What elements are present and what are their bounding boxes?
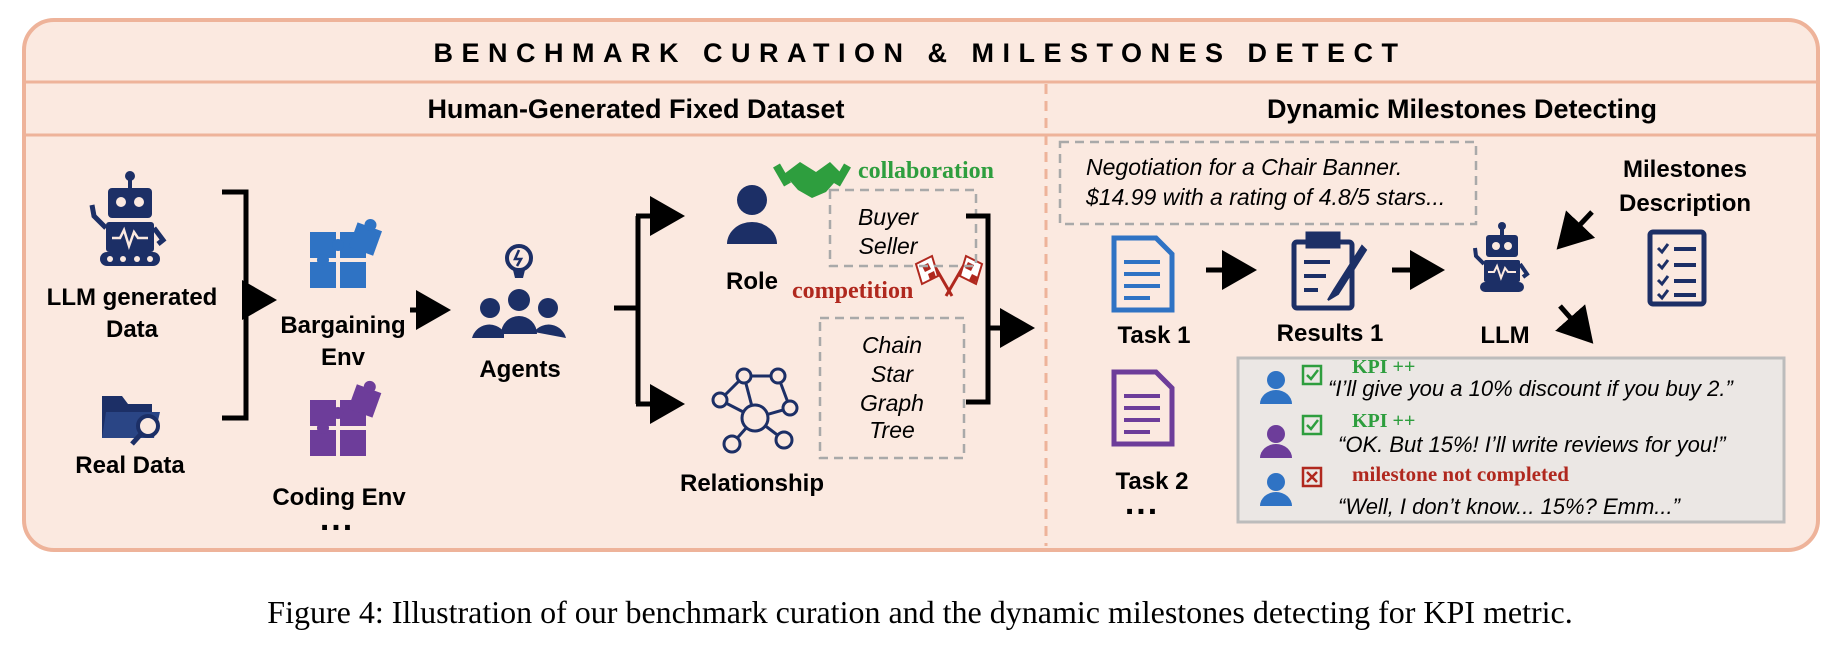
- agents-group-icon: [472, 244, 566, 338]
- bargaining-label-line2: Env: [320, 344, 366, 371]
- env-ellipsis: ...: [319, 500, 355, 538]
- speaker1-avatar-icon: [1260, 371, 1292, 404]
- handshake-icon: [773, 162, 851, 198]
- dialogue-tag: milestone not completed: [1352, 462, 1569, 486]
- results1-label: Results 1: [1276, 320, 1384, 347]
- role-option: Seller: [858, 233, 918, 259]
- relationship-label: Relationship: [679, 470, 825, 497]
- puzzle-blue-icon: [310, 218, 383, 288]
- bargaining-label-line1: Bargaining: [280, 312, 406, 339]
- relationship-option: Star: [870, 361, 914, 387]
- negotiation-box: [1058, 140, 1478, 226]
- competition-label: competition: [792, 278, 914, 304]
- robot-icon: [89, 171, 167, 266]
- llm-robot-icon: [1473, 222, 1530, 292]
- agents-label: Agents: [479, 356, 561, 383]
- clipboard-icon: [1291, 231, 1368, 311]
- cross-box-icon: [1301, 466, 1323, 488]
- role-options-box: [828, 188, 978, 268]
- dialogue-quote: “Well, I don’t know... 15%? Emm...”: [1338, 494, 1680, 519]
- task-ellipsis: ...: [1124, 484, 1160, 522]
- relationship-options-box: [818, 316, 966, 460]
- llm-data-label-line1: LLM generated: [46, 284, 218, 311]
- dialogue-quote: “OK. But 15%! I’ll write reviews for you…: [1338, 432, 1726, 457]
- right-panel-title: Dynamic Milestones Detecting: [1266, 94, 1658, 124]
- merge-bracket: [966, 213, 991, 405]
- role-option: Buyer: [857, 204, 919, 230]
- collaboration-label: collaboration: [858, 158, 994, 184]
- negotiation-line1: Negotiation for a Chair Banner.: [1086, 154, 1403, 180]
- dialogue-tag: KPI ++: [1352, 356, 1416, 378]
- header-title: BENCHMARK CURATION & MILESTONES DETECT: [433, 38, 1407, 68]
- speaker3-avatar-icon: [1260, 473, 1292, 506]
- task1-label: Task 1: [1117, 322, 1191, 349]
- figure-caption: Figure 4: Illustration of our benchmark …: [267, 594, 1573, 630]
- speaker2-avatar-icon: [1260, 425, 1292, 458]
- relationship-option: Chain: [861, 332, 923, 358]
- network-icon: [711, 367, 799, 454]
- coding-env-label: Coding Env: [272, 484, 406, 511]
- dialogue-box: [1236, 356, 1786, 524]
- arrow-milestones-to-llm: [1556, 210, 1596, 250]
- dialogue-tag: KPI ++: [1352, 410, 1416, 432]
- task2-label: Task 2: [1115, 468, 1189, 495]
- folder-search-icon: [102, 396, 160, 446]
- arrow-llm-to-detection: [1555, 304, 1594, 344]
- milestones-label-line1: Milestones: [1622, 156, 1748, 183]
- relationship-option: Tree: [869, 417, 915, 443]
- milestones-label-line2: Description: [1618, 190, 1752, 217]
- relationship-option: Graph: [860, 390, 924, 416]
- check-box-icon: [1301, 364, 1323, 386]
- llm-label: LLM: [1480, 322, 1530, 349]
- real-data-label: Real Data: [75, 452, 185, 479]
- check-box-icon: [1301, 414, 1323, 436]
- llm-data-label-line2: Data: [105, 316, 159, 343]
- left-panel-title: Human-Generated Fixed Dataset: [427, 94, 845, 124]
- task1-document-icon: [1111, 235, 1175, 313]
- checklist-icon: [1647, 229, 1707, 307]
- puzzle-purple-icon: [310, 380, 382, 456]
- person-icon: [727, 185, 777, 244]
- role-label: Role: [725, 268, 779, 295]
- negotiation-line2: $14.99 with a rating of 4.8/5 stars...: [1086, 184, 1446, 210]
- dialogue-quote: “I’ll give you a 10% discount if you buy…: [1328, 376, 1733, 401]
- task2-document-icon: [1111, 369, 1175, 447]
